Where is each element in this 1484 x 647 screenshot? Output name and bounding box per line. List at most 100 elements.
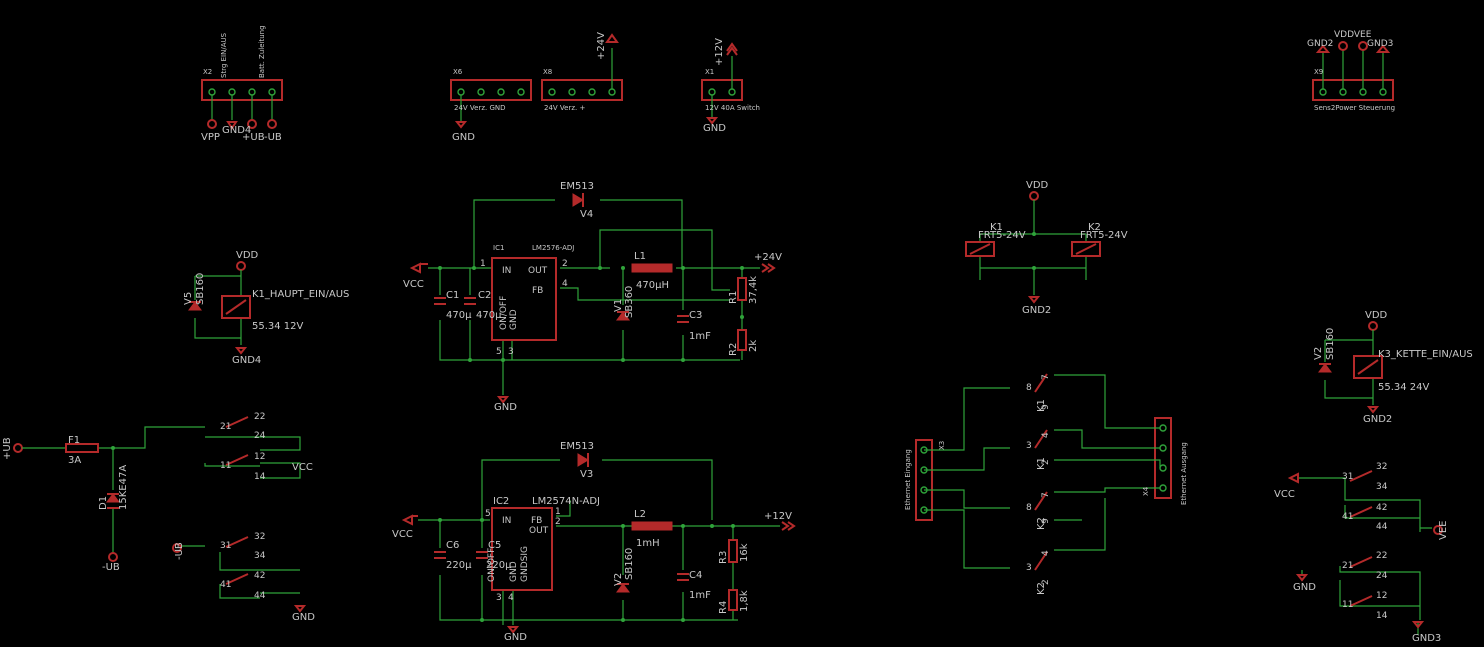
label-k2-frt5-type: FRT5-24V bbox=[1080, 230, 1128, 241]
pin-ic1-1: 1 bbox=[480, 259, 486, 269]
diode-v4 bbox=[572, 193, 584, 207]
inductor-l1 bbox=[631, 263, 673, 273]
cap-c3 bbox=[677, 315, 689, 323]
label-vddvee: VDDVEE bbox=[1334, 30, 1372, 40]
pin-14-left: 14 bbox=[254, 472, 266, 482]
label-gnd2-top: GND2 bbox=[1307, 39, 1333, 49]
label-gnd-12v: GND bbox=[504, 632, 527, 643]
label-x1-text: 12V 40A Switch bbox=[705, 104, 760, 112]
label-ic1-type: LM2576-ADJ bbox=[532, 244, 574, 252]
label-gnd2-k3: GND2 bbox=[1363, 414, 1392, 425]
label-d1: D1 bbox=[98, 496, 109, 510]
label-vdd-frt5: VDD bbox=[1026, 180, 1049, 191]
pin-k2-2: 2 bbox=[1041, 579, 1051, 585]
label-k2-contact-1: K2 bbox=[1036, 517, 1047, 530]
label-vee: VEE bbox=[1438, 521, 1449, 540]
label-k2-contact-2: K2 bbox=[1036, 582, 1047, 595]
label-x9: X9 bbox=[1314, 68, 1323, 76]
label-plus-24v-out: +24V bbox=[754, 252, 782, 263]
label-x9-text: Sens2Power Steuerung bbox=[1314, 104, 1395, 112]
label-vcc-k1: VCC bbox=[292, 462, 313, 473]
label-l1: L1 bbox=[634, 251, 646, 262]
diode-v3 bbox=[577, 453, 589, 467]
pin-ic1-4: 4 bbox=[562, 279, 568, 289]
label-l2: L2 bbox=[634, 509, 646, 520]
label-minus-ub-k1: -UB bbox=[174, 542, 185, 560]
label-c3: C3 bbox=[689, 310, 702, 321]
label-x8-text: 24V Verz. + bbox=[544, 104, 585, 112]
label-ic2: IC2 bbox=[493, 496, 509, 507]
input-protection bbox=[13, 426, 205, 562]
label-l2-value: 1mH bbox=[636, 538, 660, 549]
label-v5: V5 bbox=[183, 292, 194, 305]
relay-k1-k2-frt5[interactable] bbox=[965, 191, 1101, 304]
pin-24-left: 24 bbox=[254, 431, 266, 441]
pin-41-right: 41 bbox=[1342, 512, 1353, 522]
label-x2-pin1: Strg EIN/AUS bbox=[220, 32, 228, 78]
connector-x6[interactable] bbox=[450, 79, 532, 129]
label-r4: R4 bbox=[718, 601, 729, 614]
pin-24-right: 24 bbox=[1376, 571, 1388, 581]
pin-k1-4: 4 bbox=[1041, 432, 1051, 438]
pin-ic2-2: 2 bbox=[555, 517, 561, 527]
label-em513-top: EM513 bbox=[560, 181, 594, 192]
label-vcc-k3: VCC bbox=[1274, 489, 1295, 500]
label-c2-value: 470µ bbox=[476, 310, 502, 321]
label-c4: C4 bbox=[689, 570, 702, 581]
connector-x1[interactable] bbox=[701, 42, 743, 125]
inductor-l2 bbox=[631, 521, 673, 531]
label-vcc-12v: VCC bbox=[392, 529, 413, 540]
label-vcc-24v: VCC bbox=[403, 279, 424, 290]
connector-x9[interactable] bbox=[1312, 41, 1394, 101]
pin-21-right: 21 bbox=[1342, 561, 1353, 571]
label-gnd-x1: GND bbox=[703, 123, 726, 134]
label-minus-ub: -UB bbox=[264, 132, 282, 143]
pin-k1-8: 8 bbox=[1026, 383, 1032, 393]
label-em513-bottom: EM513 bbox=[560, 441, 594, 452]
pin-41-left: 41 bbox=[220, 580, 231, 590]
label-sb160-k1: SB160 bbox=[195, 273, 206, 305]
relay-k3-kette[interactable] bbox=[1318, 321, 1383, 414]
resistor-r4 bbox=[728, 589, 738, 611]
pin-k1-7: 7 bbox=[1041, 374, 1051, 380]
cap-c4 bbox=[677, 573, 689, 581]
label-v3: V3 bbox=[580, 469, 593, 480]
label-x2: X2 bbox=[203, 68, 212, 76]
label-gnd-24v: GND bbox=[494, 402, 517, 413]
label-ic2-onoff: ON/OFF bbox=[487, 548, 497, 582]
pin-ic1-5: 5 bbox=[496, 347, 502, 357]
label-c3-value: 1mF bbox=[689, 331, 711, 342]
buck-converter-12v bbox=[401, 453, 796, 634]
label-plus-ub-in: +UB bbox=[2, 437, 13, 460]
ethernet-switch[interactable] bbox=[915, 373, 1172, 571]
pin-14-right: 14 bbox=[1376, 611, 1388, 621]
label-f1-value: 3A bbox=[68, 455, 81, 466]
pin-22-left: 22 bbox=[254, 412, 265, 422]
label-k1-haupt-type: 55.34 12V bbox=[252, 321, 304, 332]
resistor-r2 bbox=[737, 329, 747, 351]
pin-ic2-1: 1 bbox=[555, 507, 561, 517]
label-v2-12v: V2 bbox=[613, 573, 624, 586]
label-x4: X4 bbox=[1142, 486, 1150, 496]
pin-k1-2: 2 bbox=[1041, 459, 1051, 465]
pin-32-right: 32 bbox=[1376, 462, 1387, 472]
resistor-r3 bbox=[728, 539, 738, 563]
label-ic1-gnd: GND bbox=[509, 309, 519, 330]
connector-x8[interactable] bbox=[541, 33, 623, 101]
label-x3-text: Ethernet Eingang bbox=[904, 449, 912, 510]
label-f1: F1 bbox=[68, 435, 80, 446]
label-x3: X3 bbox=[938, 441, 946, 450]
relay-k1-haupt[interactable] bbox=[188, 261, 251, 355]
label-c1: C1 bbox=[446, 290, 459, 301]
connector-x2[interactable] bbox=[201, 79, 283, 130]
pin-12-right: 12 bbox=[1376, 591, 1387, 601]
label-vdd-k1: VDD bbox=[236, 250, 259, 261]
label-gnd-k3: GND bbox=[1293, 582, 1316, 593]
label-c5-value: 220µ bbox=[486, 560, 512, 571]
label-l1-value: 470µH bbox=[636, 280, 669, 291]
label-x2-pin2: Batt. Zuleitung bbox=[258, 25, 266, 78]
label-ic2-in: IN bbox=[502, 516, 511, 526]
label-x6-text: 24V Verz. GND bbox=[454, 104, 506, 112]
label-gnd4-k1: GND4 bbox=[232, 355, 261, 366]
pin-32-left: 32 bbox=[254, 532, 265, 542]
